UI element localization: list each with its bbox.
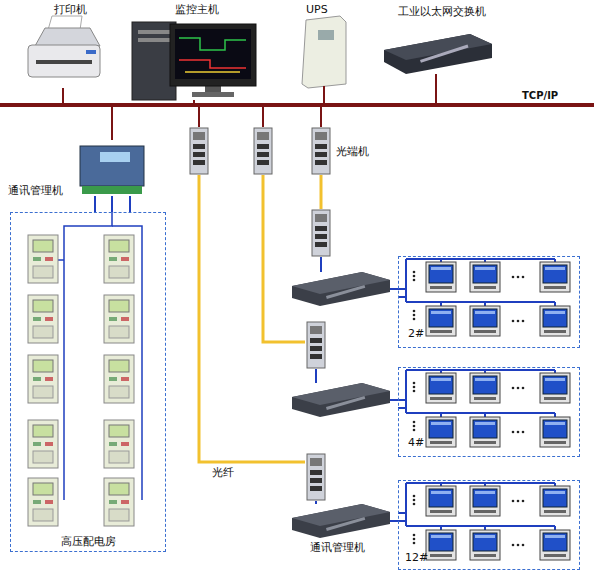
node-label: TCP/IP: [522, 89, 558, 102]
screen-line: [179, 38, 246, 50]
wire-link: [390, 399, 398, 401]
monitor-frame: [170, 24, 256, 86]
node-label: 2#: [408, 327, 424, 340]
transceiver: [312, 128, 330, 174]
wire-link: [198, 107, 200, 127]
wire-link: [390, 520, 398, 522]
meter-group: [398, 370, 570, 447]
rs485-wire: [58, 259, 64, 261]
transceiver: [307, 454, 325, 500]
wire-link: [320, 257, 322, 272]
switch-node: 工业以太网交换机: [380, 32, 492, 74]
monitor-screen: [175, 29, 251, 79]
transceiver: [190, 128, 208, 174]
rs485-wire: [129, 196, 131, 212]
wire-link: [315, 501, 317, 504]
printer-top: [35, 28, 100, 46]
fiber-link: [199, 175, 305, 462]
node-label: 打印机: [54, 3, 87, 16]
printer-body: [28, 45, 100, 77]
relay: [104, 295, 134, 343]
relay: [104, 235, 134, 283]
transceiver-node: [305, 321, 327, 369]
relay: [28, 295, 58, 343]
host-tower: [132, 22, 176, 100]
edge-label: 光纤: [212, 466, 234, 479]
ups-body: [302, 16, 346, 88]
transceiver: [254, 128, 272, 174]
wire-link: [111, 196, 113, 212]
server-node: [292, 272, 390, 306]
wire-link: [390, 288, 398, 290]
server-node: [292, 383, 390, 417]
wire-link: [262, 107, 264, 127]
host-drive: [138, 38, 170, 42]
screen-line: [185, 71, 240, 73]
ups-node: UPS: [300, 20, 348, 86]
wire-link: [111, 107, 113, 140]
meter-group-box: 4#: [398, 367, 580, 457]
node-label: 通讯管理机: [8, 184, 63, 197]
transceiver: [307, 322, 325, 368]
node-label: 12#: [405, 551, 428, 564]
manager-screen: [100, 152, 130, 162]
switch-body: [384, 34, 492, 74]
meter-group: [398, 483, 570, 560]
serial-server: [292, 383, 390, 417]
transceiver-node: [252, 127, 274, 175]
bus-band: TCP/IP: [0, 103, 594, 107]
node-label: 4#: [408, 436, 424, 449]
wire-link: [62, 88, 64, 103]
switch-ports: [420, 45, 468, 63]
printer-node: 打印机: [20, 18, 106, 88]
serial-server: [292, 504, 390, 538]
node-label: 通讯管理机: [310, 541, 365, 554]
transceiver-node: [310, 209, 332, 257]
wire-link: [323, 86, 325, 103]
node-label: UPS: [306, 3, 328, 16]
relay: [28, 478, 58, 526]
meter-group: [398, 259, 570, 336]
node-label: 光端机: [336, 145, 369, 158]
meter-group-box: 2#: [398, 256, 580, 348]
fiber-link: [320, 175, 323, 209]
host-node: 监控主机: [130, 20, 258, 100]
manager-node: 通讯管理机: [76, 140, 148, 196]
relay: [28, 420, 58, 468]
transceiver-node: [305, 453, 327, 501]
wire-link: [315, 369, 317, 383]
node-label: 工业以太网交换机: [398, 5, 486, 18]
wire-link: [193, 100, 195, 103]
transceiver: [312, 210, 330, 256]
node-label: 高压配电房: [61, 535, 116, 548]
manager-terminals: [82, 186, 142, 194]
node-label: 监控主机: [175, 3, 219, 16]
relay: [104, 355, 134, 403]
room-box: 高压配电房: [10, 212, 166, 552]
wire-link: [435, 74, 437, 103]
relay: [104, 420, 134, 468]
transceiver-node: [188, 127, 210, 175]
relay: [28, 235, 58, 283]
manager-body: [80, 146, 144, 186]
transceiver-node: 光端机: [310, 127, 332, 175]
serial-server: [292, 272, 390, 306]
screen-line: [179, 60, 246, 68]
host-drive: [138, 30, 170, 34]
relay: [28, 355, 58, 403]
printer-accent: [86, 50, 96, 54]
rs485-wire: [94, 196, 96, 212]
printer-slot: [36, 60, 92, 64]
server-node: 通讯管理机: [292, 504, 390, 538]
meter-group-box: 12#: [398, 480, 580, 570]
monitor-base: [192, 92, 234, 97]
ups-panel: [318, 30, 334, 40]
wire-link: [320, 107, 322, 127]
fiber-link: [263, 175, 305, 342]
relay: [104, 478, 134, 526]
